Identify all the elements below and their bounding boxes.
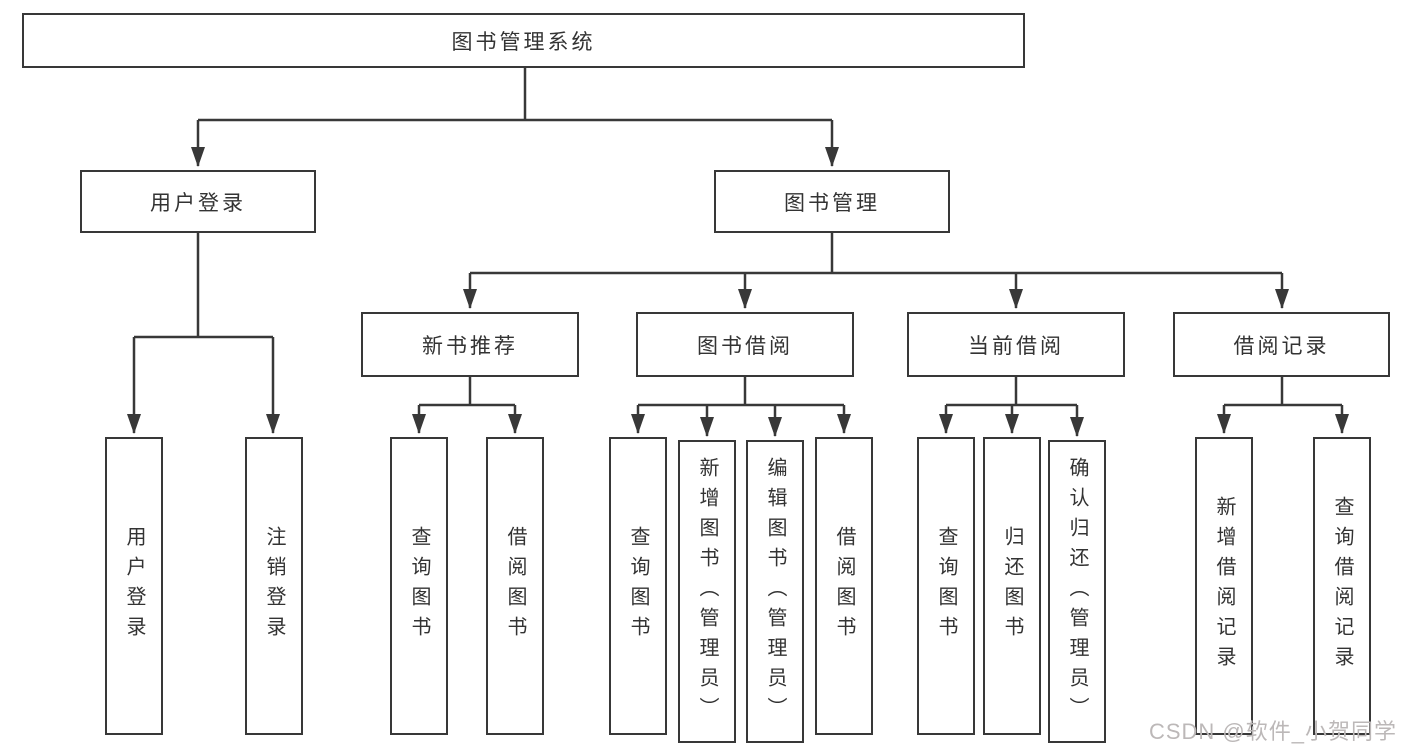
node-label: 新书推荐	[422, 334, 518, 358]
leaf-borrow-book-under-recommend: 借阅图书	[486, 437, 544, 735]
leaf-return-book: 归还图书	[983, 437, 1041, 735]
leaf-label: 用户登录	[123, 526, 145, 646]
csdn-watermark: CSDN @软件_小贺同学	[1148, 719, 1397, 744]
leaf-label: 编辑图书（管理员）	[764, 456, 786, 727]
leaf-label: 查询图书	[408, 526, 430, 646]
leaf-query-borrow-record: 查询借阅记录	[1313, 437, 1371, 735]
node-label: 图书借阅	[697, 334, 793, 358]
leaf-label: 查询图书	[627, 526, 649, 646]
node-label: 当前借阅	[968, 334, 1064, 358]
leaf-logout: 注销登录	[245, 437, 303, 735]
node-user-login: 用户登录	[80, 170, 316, 233]
leaf-user-login: 用户登录	[105, 437, 163, 735]
leaf-label: 确认归还（管理员）	[1066, 456, 1088, 727]
node-new-book-recommend: 新书推荐	[361, 312, 579, 377]
node-current-borrow: 当前借阅	[907, 312, 1125, 377]
node-borrow-record: 借阅记录	[1173, 312, 1390, 377]
node-book-borrow: 图书借阅	[636, 312, 854, 377]
leaf-label: 归还图书	[1001, 526, 1023, 646]
node-label: 图书管理系统	[451, 30, 596, 54]
leaf-edit-book-admin: 编辑图书（管理员）	[746, 440, 804, 743]
node-book-management: 图书管理	[714, 170, 950, 233]
leaf-label: 借阅图书	[833, 526, 855, 646]
node-library-management-system: 图书管理系统	[22, 13, 1025, 68]
leaf-label: 新增借阅记录	[1213, 496, 1235, 676]
leaf-add-book-admin: 新增图书（管理员）	[678, 440, 736, 743]
leaf-label: 查询借阅记录	[1331, 496, 1353, 676]
leaf-query-book-under-borrow: 查询图书	[609, 437, 667, 735]
leaf-label: 注销登录	[263, 526, 285, 646]
leaf-add-borrow-record: 新增借阅记录	[1195, 437, 1253, 735]
leaf-label: 借阅图书	[504, 526, 526, 646]
leaf-query-book-under-current: 查询图书	[917, 437, 975, 735]
leaf-label: 新增图书（管理员）	[696, 456, 718, 727]
leaf-borrow-book-under-borrow: 借阅图书	[815, 437, 873, 735]
node-label: 用户登录	[150, 191, 246, 215]
leaf-confirm-return-admin: 确认归还（管理员）	[1048, 440, 1106, 743]
node-label: 借阅记录	[1233, 334, 1330, 358]
leaf-query-book-under-recommend: 查询图书	[390, 437, 448, 735]
leaf-label: 查询图书	[935, 526, 957, 646]
node-label: 图书管理	[784, 191, 880, 215]
